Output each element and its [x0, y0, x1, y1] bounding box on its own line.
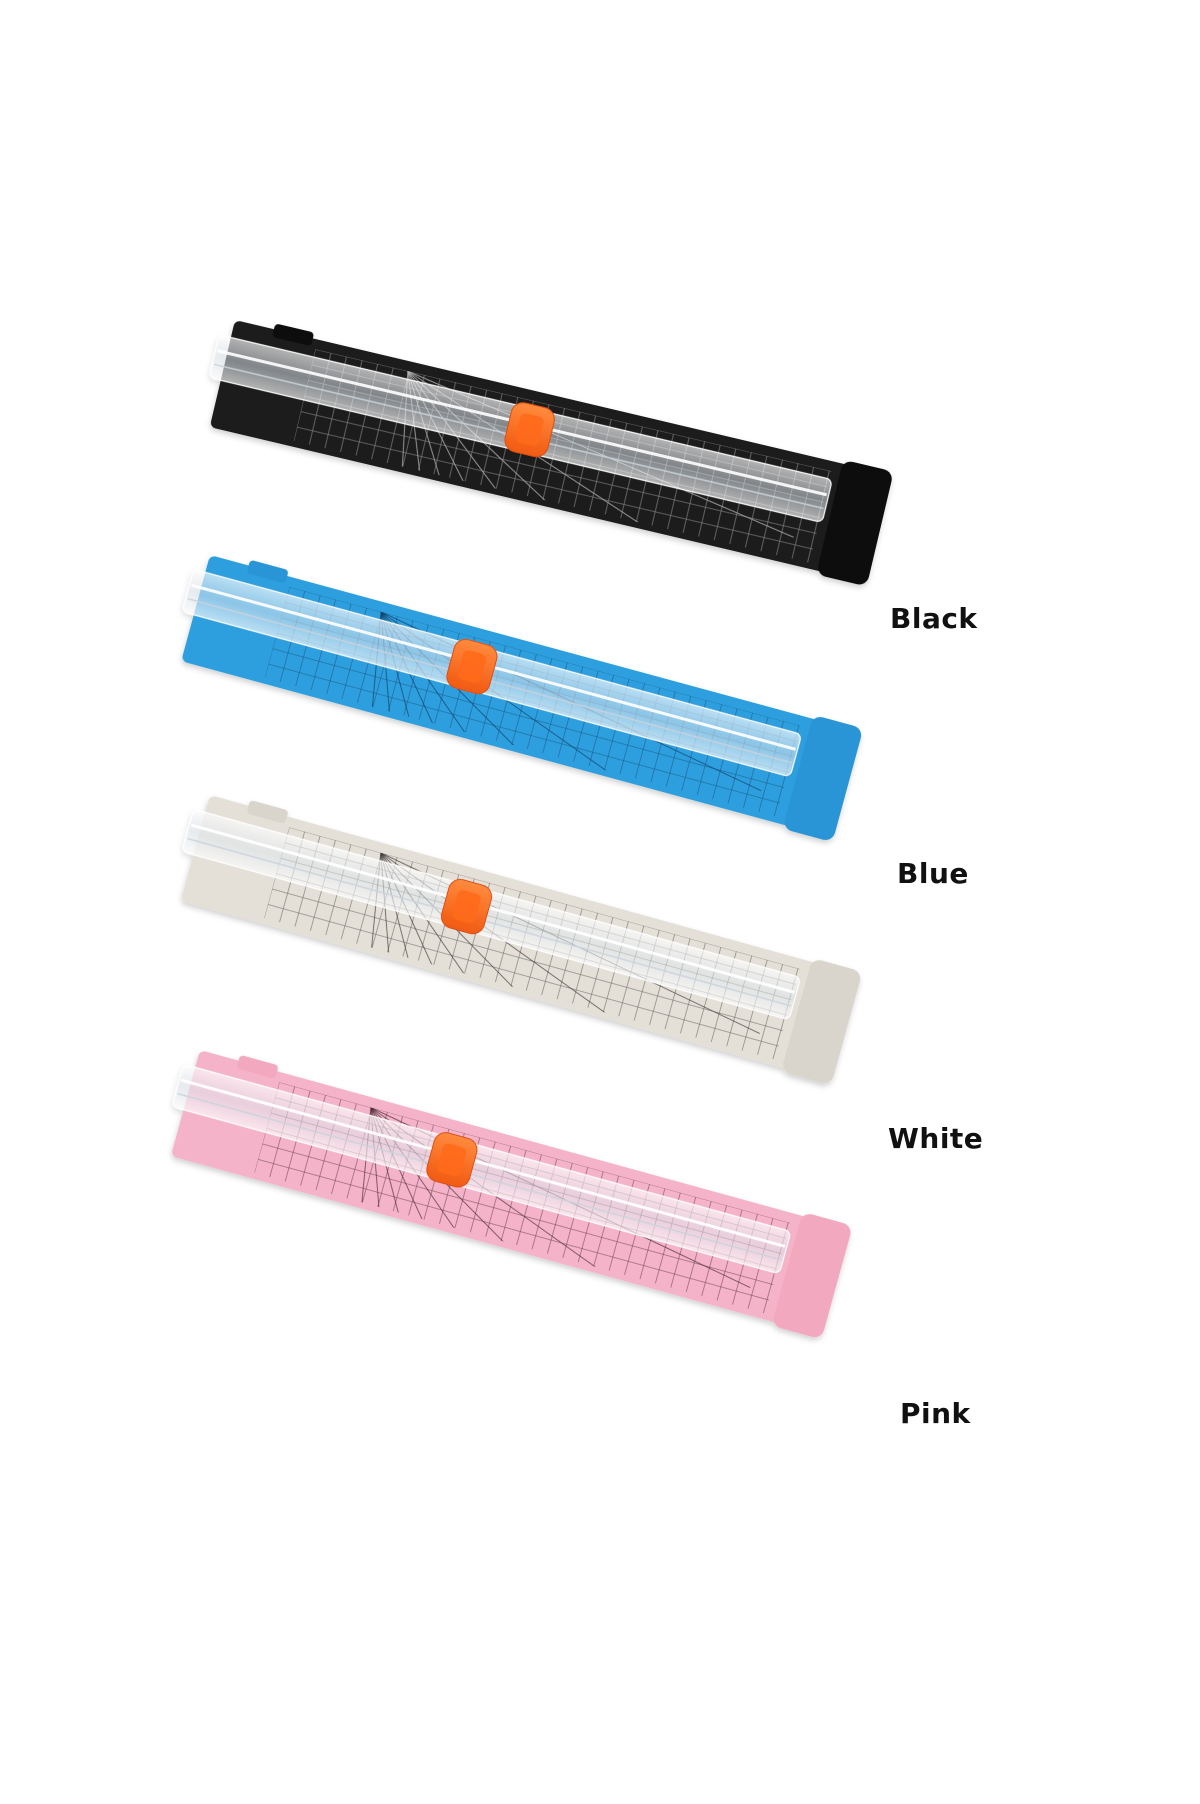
- trimmer-blue-top-tab: [247, 560, 288, 583]
- trimmer-white-guide-rail: [182, 809, 800, 1020]
- trimmer-blue: [182, 556, 862, 840]
- trimmer-black-cutter-slider: [504, 402, 555, 458]
- trimmer-white-end-cap: [783, 960, 861, 1084]
- variant-label-black: Black: [890, 602, 978, 635]
- trimmer-blue-end-cap: [784, 717, 862, 840]
- trimmer-black-top-tab: [272, 324, 314, 346]
- variant-label-blue: Blue: [897, 857, 969, 890]
- trimmer-black: [209, 321, 892, 585]
- trimmer-pink-guide-rail: [172, 1064, 791, 1274]
- trimmer-black-end-cap: [818, 461, 892, 585]
- trimmer-blue-cutter-slider: [446, 638, 498, 695]
- trimmer-pink: [172, 1051, 851, 1338]
- variant-label-pink: Pink: [900, 1397, 971, 1430]
- trimmer-white-top-tab: [247, 800, 288, 824]
- trimmer-pink-top-tab: [237, 1055, 278, 1079]
- trimmer-pink-cutter-slider: [426, 1132, 478, 1188]
- trimmer-white-cutter-slider: [440, 878, 493, 935]
- variant-label-white: White: [888, 1122, 984, 1155]
- trimmer-pink-end-cap: [773, 1214, 851, 1338]
